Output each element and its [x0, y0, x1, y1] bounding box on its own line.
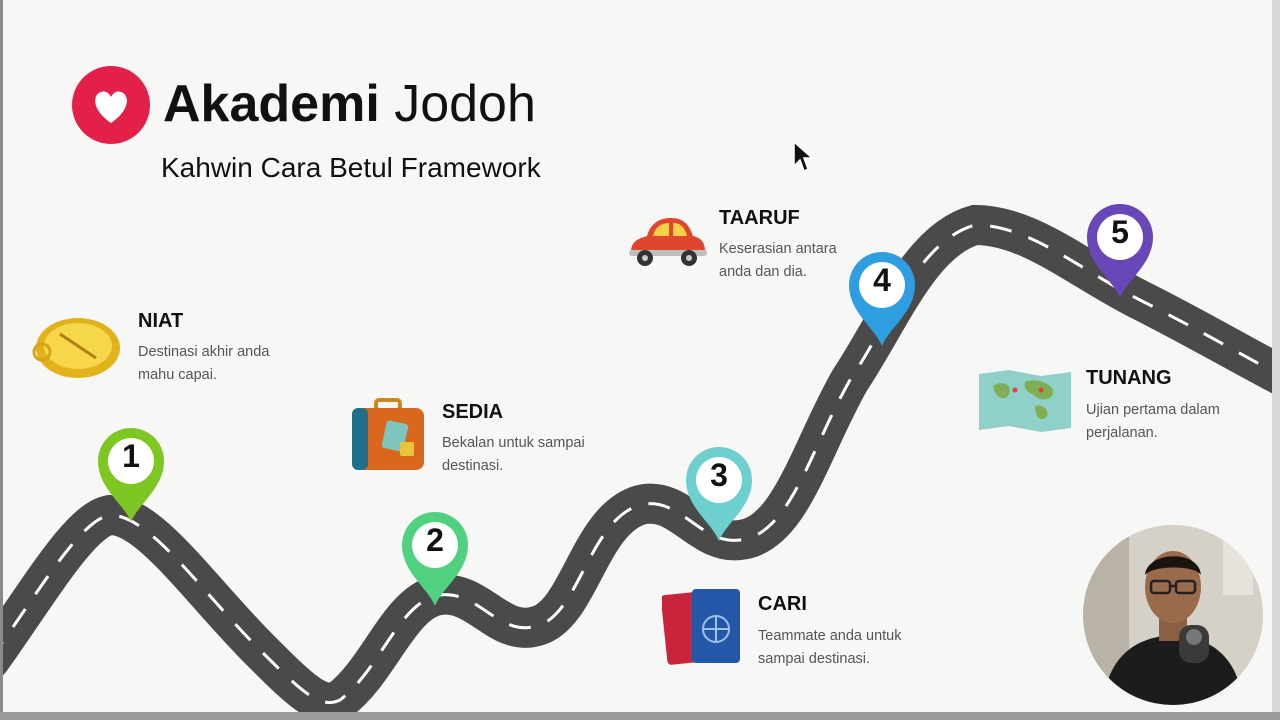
heart-icon: [95, 91, 127, 123]
step-title-sedia: SEDIA: [442, 401, 504, 423]
step-title-tunang: TUNANG: [1086, 367, 1172, 389]
frame-edge-bottom: [0, 712, 1280, 720]
pin-number: 1: [122, 438, 140, 474]
frame-edge-left: [0, 0, 3, 720]
brand-name: Akademi Jodoh: [163, 78, 536, 130]
map-icon: [979, 370, 1071, 432]
presenter-avatar: [1083, 525, 1263, 705]
map-pin-icon: [1087, 204, 1153, 298]
brand-name-light: Jodoh: [394, 75, 536, 133]
pin-number: 5: [1111, 214, 1129, 250]
step-desc-niat: Destinasi akhir anda mahu capai.: [138, 344, 270, 384]
brand-name-bold: Akademi: [163, 75, 380, 133]
pin-number: 3: [710, 457, 728, 493]
suitcase-icon: [352, 398, 424, 470]
step-title-cari: CARI: [758, 593, 807, 615]
pin-2: 2: [398, 508, 472, 608]
step-desc-sedia: Bekalan untuk sampai destinasi.: [442, 435, 585, 475]
step-desc-tunang: Ujian pertama dalam perjalanan.: [1086, 402, 1220, 442]
passport-icon: [662, 589, 740, 665]
step-title-niat: NIAT: [138, 310, 184, 332]
mouse-cursor-icon: [793, 140, 814, 173]
tagline: Kahwin Cara Betul Framework: [161, 152, 541, 183]
car-icon: [629, 218, 707, 266]
step-desc-taaruf: Keserasian antara anda dan dia.: [719, 241, 837, 281]
map-pin-icon: [849, 252, 915, 346]
compass-icon: [32, 318, 120, 378]
pin-3: 3: [682, 443, 756, 543]
pin-5: 5: [1083, 200, 1157, 300]
step-title-taaruf: TAARUF: [719, 207, 800, 229]
frame-edge-right: [1272, 0, 1280, 720]
map-pin-icon: [402, 512, 468, 606]
heart-logo: [72, 66, 150, 144]
pin-4: 4: [845, 248, 919, 348]
presenter-webcam: [1083, 525, 1263, 705]
pin-number: 2: [426, 522, 444, 558]
pin-number: 4: [873, 262, 891, 298]
map-pin-icon: [98, 428, 164, 522]
pin-1: 1: [94, 424, 168, 524]
map-pin-icon: [686, 447, 752, 541]
step-desc-cari: Teammate anda untuk sampai destinasi.: [758, 628, 902, 668]
